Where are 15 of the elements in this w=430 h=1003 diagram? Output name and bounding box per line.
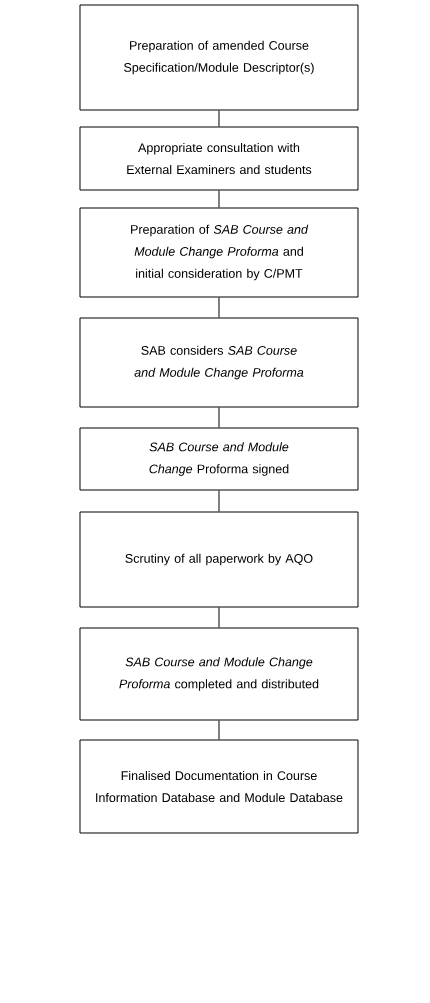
connector-line <box>218 407 220 428</box>
process-box: Scrutiny of all paperwork by AQO <box>79 511 359 608</box>
connector-line <box>218 297 220 318</box>
connector-line <box>218 720 220 740</box>
process-box: SAB considers SAB Course and Module Change Proforma <box>79 317 359 408</box>
process-box: SAB Course and Module Change Proforma completed and distributed <box>79 627 359 721</box>
connector-line <box>218 110 220 127</box>
process-box: SAB Course and Module Change Proforma signed <box>79 427 359 491</box>
connector-line <box>218 190 220 208</box>
connector-line <box>218 607 220 628</box>
connector-line <box>218 490 220 512</box>
process-box: Preparation of SAB Course and Module Change Proforma and initial consideration by C/PMT <box>79 207 359 298</box>
process-box: Preparation of amended Course Specification/Module Descriptor(s) <box>79 4 359 111</box>
process-box: Finalised Documentation in Course Information Database and Module Database <box>79 739 359 834</box>
process-box: Appropriate consultation with External Examiners and students <box>79 126 359 191</box>
